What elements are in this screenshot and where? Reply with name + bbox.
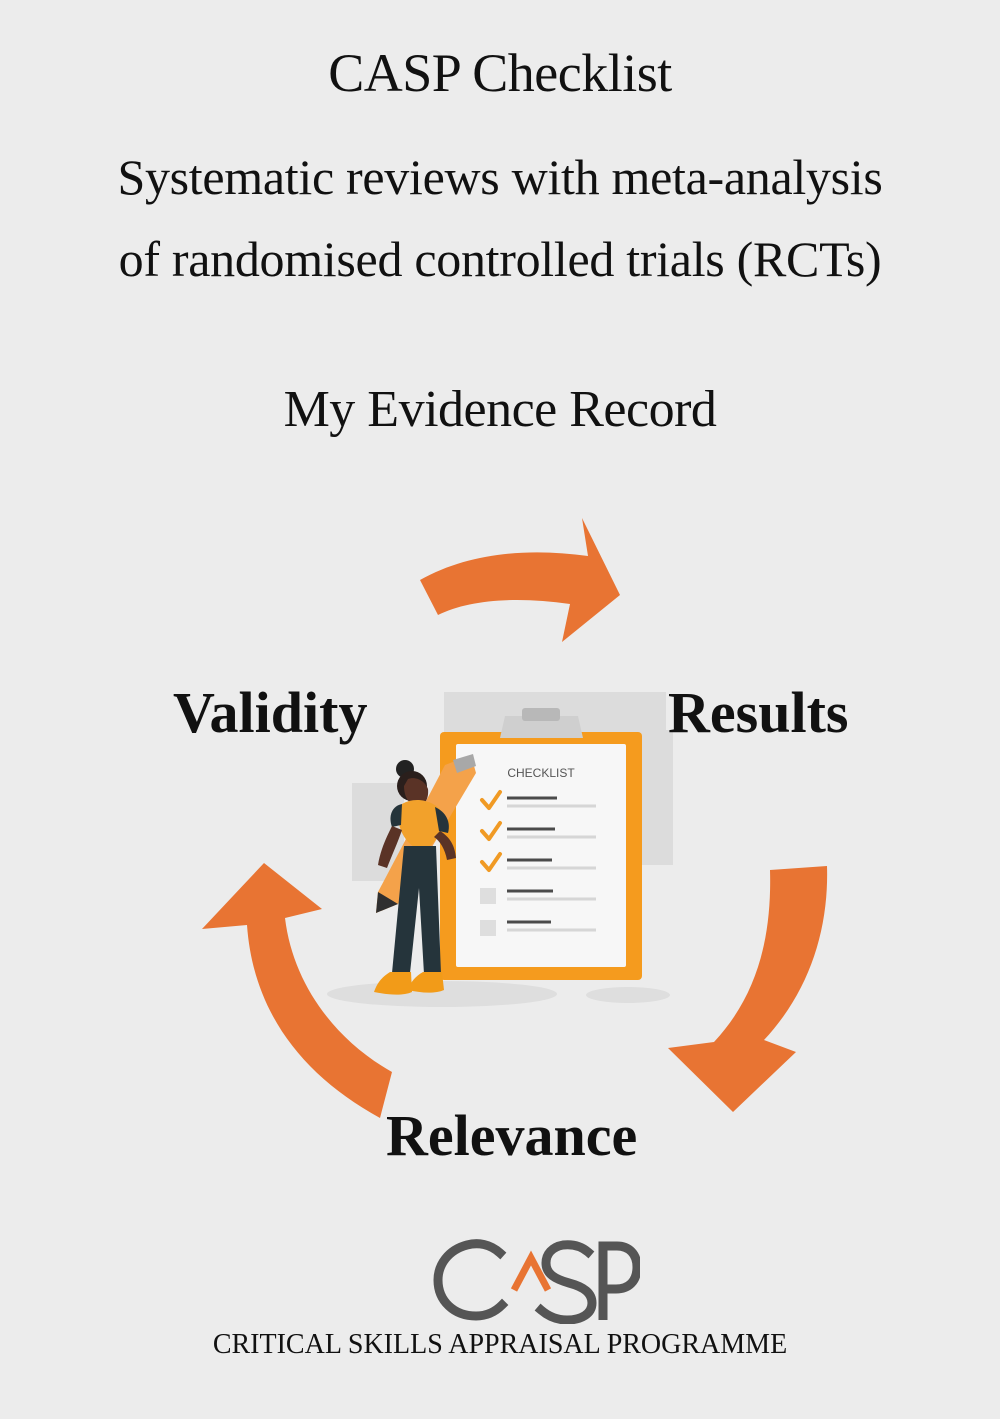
right-cycle-arrow-icon: [668, 866, 828, 1112]
cover-subtitle-line-1: Systematic reviews with meta-analysis: [117, 149, 883, 205]
checkmark-icon: [480, 790, 502, 872]
cover-subtitle-line-2: of randomised controlled trials (RCTs): [118, 231, 882, 287]
checklist-person-illustration: CHECKLIST: [327, 692, 673, 1007]
programme-name: CRITICAL SKILLS APPRAISAL PROGRAMME: [212, 1329, 788, 1360]
relevance-label: Relevance: [386, 1103, 638, 1168]
clipboard-icon: [440, 708, 642, 980]
person-icon: [374, 760, 456, 995]
validity-label: Validity: [173, 680, 368, 745]
casp-logo: [433, 1239, 640, 1324]
left-cycle-arrow-icon: [202, 863, 392, 1118]
clipboard-title: CHECKLIST: [507, 766, 575, 780]
checklist-items: [480, 790, 596, 936]
top-cycle-arrow-icon: [420, 518, 620, 642]
results-label: Results: [668, 680, 849, 745]
evidence-record-title: My Evidence Record: [283, 381, 717, 438]
cover-title: CASP Checklist: [328, 43, 672, 103]
